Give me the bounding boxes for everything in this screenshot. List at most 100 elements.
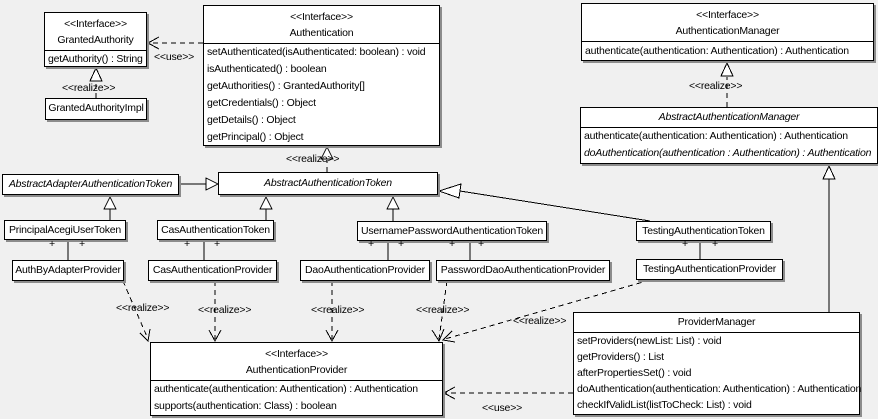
class-name: UsernamePasswordAuthenticationToken (360, 225, 544, 237)
realization-arrowhead (320, 145, 334, 160)
use-label: <<use>> (482, 402, 523, 414)
method-label: authenticate(authentication: Authenticat… (585, 45, 849, 57)
class-principal-acegi-user-token: PrincipalAcegiUserToken (4, 220, 126, 240)
method-label: supports(authentication: Class) : boolea… (154, 400, 337, 412)
method-label: getCredentials() : Object (207, 97, 316, 109)
stereotype-label: <<Interface>> (696, 9, 759, 21)
class-name: PrincipalAcegiUserToken (8, 224, 122, 236)
realization-lines (95, 77, 728, 340)
plus-label: + (398, 238, 404, 250)
class-dao-authentication-provider: DaoAuthenticationProvider (300, 260, 430, 281)
method-label: getAuthority() : String (48, 53, 143, 65)
method-label: authenticate(authentication: Authenticat… (584, 130, 848, 142)
stereotype-label: <<Interface>> (265, 348, 328, 360)
generalization-arrowhead (822, 164, 836, 180)
method-label: doAuthentication(authentication: Authent… (577, 383, 862, 395)
realization-arrowhead (720, 61, 734, 77)
method-label: authenticate(authentication: Authenticat… (154, 383, 418, 395)
method-label: getDetails() : Object (207, 114, 296, 126)
realize-label: <<realize>> (62, 82, 116, 94)
plus-label: + (712, 238, 718, 250)
class-name: TestingAuthenticationToken (642, 225, 765, 237)
realization-arrowhead (325, 329, 339, 343)
method-label: getAuthorities() : GrantedAuthority[] (207, 80, 365, 92)
class-name: CasAuthenticationProvider (152, 264, 273, 276)
plus-label: + (478, 238, 484, 250)
class-name: PasswordDaoAuthenticationProvider (440, 264, 606, 276)
dependency-lines (150, 42, 573, 394)
realize-label: <<realize>> (311, 304, 365, 316)
realize-label: <<realize>> (286, 153, 340, 165)
class-granted-authority: <<Interface>> GrantedAuthority getAuthor… (44, 12, 147, 67)
method-label: checkIfValidList(listToCheck: List) : vo… (577, 399, 752, 411)
class-name: AuthenticationProvider (245, 364, 348, 376)
realize-label: <<realize>> (416, 304, 470, 316)
class-auth-by-adapter-provider: AuthByAdapterProvider (12, 260, 124, 281)
plus-label: + (49, 238, 55, 250)
realization-arrowhead (139, 328, 151, 343)
class-name: AbstractAuthenticationToken (264, 177, 392, 189)
generalization-arrowheads (103, 164, 836, 210)
class-header: <<Interface>> GrantedAuthority (45, 13, 146, 51)
stereotype-label: <<Interface>> (290, 11, 353, 23)
generalization-arrowhead (259, 195, 273, 210)
method-label: setProviders(newList: List) : void (577, 335, 722, 347)
generalization-arrowhead (205, 177, 220, 191)
generalization-lines (109, 179, 830, 312)
realization-line (438, 280, 448, 340)
class-name: AbstractAdapterAuthenticationToken (8, 178, 173, 190)
plus-label: + (682, 238, 688, 250)
class-cas-authentication-provider: CasAuthenticationProvider (148, 260, 277, 281)
method-label: afterPropertiesSet() : void (577, 367, 692, 379)
class-testing-authentication-provider: TestingAuthenticationProvider (636, 259, 783, 280)
class-header: <<Interface>> AuthenticationManager (582, 4, 873, 42)
class-abstract-authentication-manager: AbstractAuthenticationManager authentica… (580, 107, 878, 164)
plus-label: + (214, 238, 220, 250)
generalization-line (459, 190, 651, 222)
class-header: <<Interface>> Authentication (204, 6, 439, 44)
class-password-dao-authentication-provider: PasswordDaoAuthenticationProvider (436, 260, 610, 281)
realization-arrowhead (208, 329, 222, 343)
method-label: setAuthenticated(isAuthenticated: boolea… (207, 46, 426, 58)
realization-open-arrowheads (139, 328, 456, 343)
class-authentication-provider: <<Interface>> AuthenticationProvider aut… (150, 342, 443, 416)
class-granted-authority-impl: GrantedAuthorityImpl (45, 98, 147, 120)
method-label: getPrincipal() : Object (207, 131, 304, 143)
generalization-arrowhead (437, 183, 462, 199)
realize-label: <<realize>> (513, 315, 567, 327)
class-username-password-authentication-token: UsernamePasswordAuthenticationToken (357, 221, 547, 241)
realization-arrowhead (431, 328, 445, 343)
realization-line (122, 280, 149, 340)
use-label: <<use>> (154, 51, 195, 63)
use-arrowhead (442, 386, 456, 400)
method-label: doAuthentication(authentication : Authen… (584, 147, 872, 159)
realize-label: <<realize>> (689, 80, 743, 92)
class-cas-authentication-token: CasAuthenticationToken (157, 220, 274, 240)
stereotype-label: <<Interface>> (64, 18, 127, 30)
plus-label: + (449, 238, 455, 250)
plus-label: + (184, 238, 190, 250)
realization-arrowhead (441, 330, 456, 343)
plus-label: + (79, 238, 85, 250)
realization-arrowhead (89, 66, 103, 82)
class-name: GrantedAuthority (57, 34, 134, 46)
use-arrowhead (146, 36, 160, 50)
class-abstract-authentication-token: AbstractAuthenticationToken (218, 172, 438, 195)
class-name: AbstractAuthenticationManager (581, 108, 877, 128)
class-name: ProviderManager (574, 313, 859, 333)
method-label: getProviders() : List (577, 351, 664, 363)
method-label: isAuthenticated() : boolean (207, 63, 327, 75)
class-name: Authentication (289, 27, 354, 39)
dependency-arrowheads (146, 36, 456, 400)
class-name: CasAuthenticationToken (161, 224, 270, 236)
plus-label: + (368, 238, 374, 250)
generalization-arrowhead (386, 195, 400, 210)
class-name: AuthenticationManager (675, 25, 780, 37)
class-name: TestingAuthenticationProvider (642, 263, 777, 275)
realization-triangle-arrowheads (89, 61, 734, 160)
class-provider-manager: ProviderManager setProviders(newList: Li… (573, 312, 862, 415)
realize-label: <<realize>> (116, 302, 170, 314)
class-header: <<Interface>> AuthenticationProvider (151, 343, 442, 381)
